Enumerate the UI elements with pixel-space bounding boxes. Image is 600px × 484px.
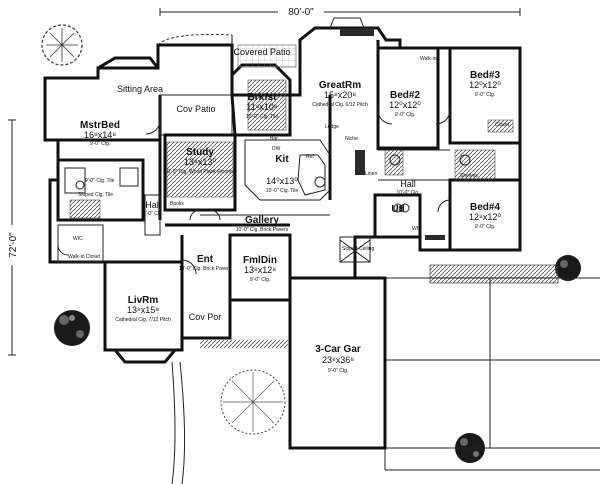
kit-ceiling: 10'-0" Clg. Tile — [266, 188, 298, 194]
mstrbed-size: 16⁸x14⁸ — [84, 130, 116, 140]
walkin-label: Walk-in — [420, 56, 437, 62]
wh-label: WH — [412, 226, 421, 232]
bed4-name: Bed#4 — [470, 202, 500, 213]
bed3-name: Bed#3 — [470, 70, 500, 81]
bed2-ceiling: 9'-0" Clg. — [395, 112, 415, 118]
garage-name: 3-Car Gar — [315, 344, 361, 355]
brkfst-size: 11⁸x10⁸ — [246, 102, 278, 112]
bath-clg-label: 9'-0" Clg. Tile — [85, 178, 115, 184]
mstrbed-ceiling: 9'-0" Clg. — [90, 141, 110, 147]
gallery-note: 10'-0" Clg. Brick Pavers — [236, 227, 289, 233]
shelves-label: Shelves — [460, 173, 478, 179]
hall-right-name: Hall — [400, 179, 416, 189]
bed2-name: Bed#2 — [390, 90, 420, 101]
covered-patio-name: Covered Patio — [233, 47, 290, 57]
hall-right-ceiling: 10'-0" Clg. — [396, 190, 419, 196]
shrub-right — [555, 255, 581, 281]
greatrm-ceiling: Cathedral Clg. 6/12 Pitch — [312, 102, 368, 108]
ent-ceiling: 13'-0" Clg. Brick Pavers — [179, 266, 232, 272]
niche-label: Niche — [345, 136, 358, 142]
study-ceiling: 10'-0" Clg. Wood Plank Flooring — [165, 169, 236, 175]
garage-size: 23⁸x36⁸ — [322, 355, 354, 365]
gallery-name: Gallery — [245, 215, 279, 226]
greatrm-size: 15⁸x20⁸ — [324, 90, 356, 100]
bed3-size: 12⁰x12⁰ — [469, 80, 501, 90]
bar-label: Bar — [270, 136, 278, 142]
sloped-clg-tile-label: Sloped Clg. Tile — [78, 192, 113, 198]
bed2-size: 12⁰x12⁰ — [389, 100, 421, 110]
front-walk — [171, 361, 186, 484]
width-dimension: 80'-0" — [159, 4, 521, 18]
tree-bottom — [220, 369, 286, 435]
fmldin-size: 13⁸x12⁸ — [244, 265, 276, 275]
wic-label: WIC — [73, 236, 83, 242]
closet-label: Closet — [495, 122, 510, 128]
linen-label: Linen — [365, 171, 377, 177]
hall-left-ceiling: 9'-0" Clg. — [143, 211, 163, 217]
width-label: 80'-0" — [288, 7, 314, 18]
bed4-size: 12⁸x12⁰ — [469, 212, 501, 222]
depth-dimension: 72'-0" — [5, 119, 19, 356]
driveway — [290, 277, 600, 471]
kit-size: 14⁰x13⁰ — [266, 176, 298, 186]
ref-label: Ref — [306, 154, 314, 160]
fmldin-name: FmlDin — [243, 255, 277, 266]
books-label: Books — [170, 201, 184, 207]
livrm-size: 13⁸x15⁸ — [127, 305, 159, 315]
walkin-closet-label: Walk-in Closet — [68, 254, 101, 260]
kit-name: Kit — [275, 154, 289, 165]
brkfst-ceiling: 10'-0" Clg. Tile — [246, 114, 278, 120]
tree-top-left — [41, 24, 83, 66]
study-size: 13⁸x13⁰ — [184, 157, 216, 167]
utl-name: Utl — [391, 204, 405, 215]
bed3-ceiling: 9'-0" Clg. — [475, 92, 495, 98]
room-labels: MstrBed 16⁸x14⁸ 9'-0" Clg. Sitting Area … — [80, 47, 501, 374]
mstrbed-name: MstrBed — [80, 120, 120, 131]
livrm-ceiling: Cathedral Clg. 7/12 Pitch — [115, 317, 171, 323]
cov-patio-name: Cov Patio — [176, 104, 215, 114]
flower-bed-right — [429, 264, 559, 284]
flower-bed-left — [200, 340, 288, 348]
depth-label: 72'-0" — [8, 232, 19, 258]
ent-name: Ent — [197, 254, 214, 265]
livrm-name: LivRm — [128, 295, 159, 306]
garage-ceiling: 9'-0" Clg. — [328, 368, 348, 374]
shrub-left — [54, 310, 90, 346]
sitting-name: Sitting Area — [117, 84, 163, 94]
annotation-labels: Ledge Niche Walk-in Closet Walk-in Close… — [68, 56, 510, 260]
greatrm-name: GreatRm — [319, 80, 361, 91]
fixtures — [57, 28, 514, 275]
dw-label: DW — [272, 146, 281, 152]
bed4-ceiling: 9'-0" Clg. — [475, 224, 495, 230]
sloped-ceiling-label: Sloped Ceiling — [342, 246, 374, 252]
cov-por-name: Cov Por — [189, 312, 222, 322]
ledge-label: Ledge — [325, 124, 339, 130]
brkfst-name: Brkfst — [248, 92, 278, 103]
hall-left-name: Hall — [145, 200, 161, 210]
study-name: Study — [186, 147, 214, 158]
fmldin-ceiling: 9'-0" Clg. — [250, 277, 270, 283]
